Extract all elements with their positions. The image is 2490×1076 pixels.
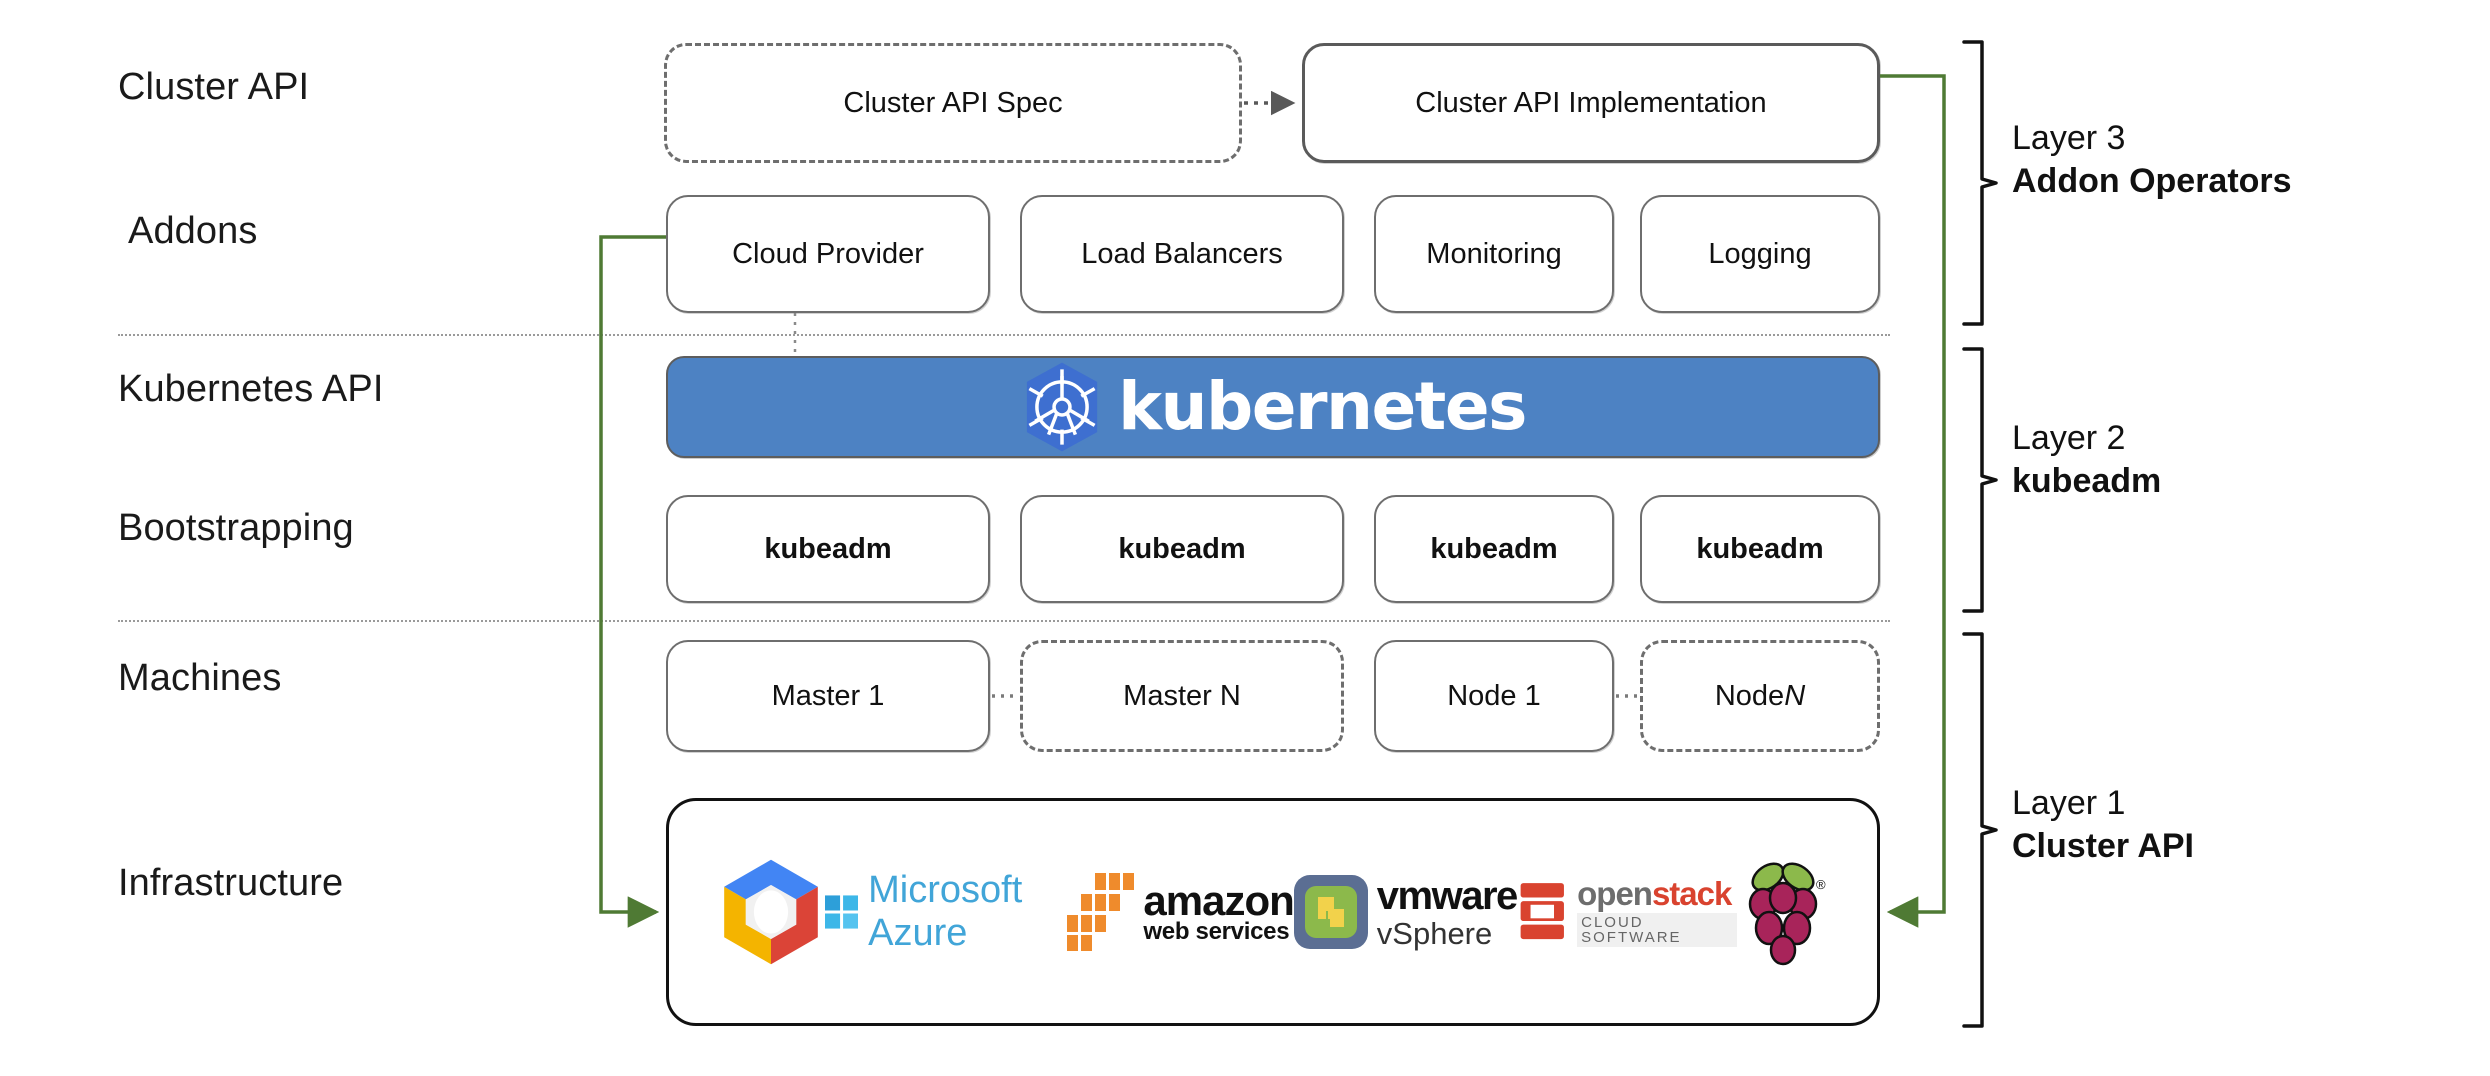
- google-cloud-platform-icon: [717, 857, 825, 967]
- layer-2-bracket: [1962, 347, 1998, 613]
- separator-layer2-layer1: [118, 620, 1890, 622]
- machine-label-master-1: Master 1: [771, 679, 885, 712]
- layer-2-top-label: Layer 2: [2012, 419, 2126, 457]
- amazon-web-services-icon: amazon web services: [1065, 857, 1295, 967]
- layer-1-name-label: Cluster API: [2012, 826, 2195, 865]
- layer-1-top-label: Layer 1: [2012, 784, 2126, 822]
- svg-text:®: ®: [1816, 877, 1826, 892]
- raspberry-pi-icon: ®: [1737, 857, 1829, 967]
- layer-2-name-label: kubeadm: [2012, 461, 2162, 500]
- bootstrap-label-4: kubeadm: [1696, 532, 1824, 565]
- machine-box-master-1[interactable]: Master 1: [666, 640, 990, 752]
- layer-1-bracket: [1962, 632, 1998, 1028]
- addon-label-logging: Logging: [1708, 237, 1812, 270]
- machine-box-master-n[interactable]: Master N: [1020, 640, 1344, 752]
- machine-box-node-1[interactable]: Node 1: [1374, 640, 1614, 752]
- cluster-api-implementation-label: Cluster API Implementation: [1415, 86, 1767, 119]
- openstack-icon: openstack CLOUD SOFTWARE: [1517, 857, 1737, 967]
- bootstrap-box-4[interactable]: kubeadm: [1640, 495, 1880, 603]
- addon-box-logging[interactable]: Logging: [1640, 195, 1880, 313]
- row-label-addons: Addons: [128, 210, 258, 252]
- cluster-api-implementation-to-infrastructure-wire: [1880, 74, 1946, 928]
- bootstrap-label-1: kubeadm: [764, 532, 892, 565]
- kubernetes-helm-wheel-icon: [1020, 361, 1104, 453]
- machine-label-node-n-suffix: N: [1784, 679, 1806, 712]
- machine-label-node-1: Node 1: [1447, 679, 1541, 712]
- machine-label-master-n: Master N: [1123, 679, 1241, 712]
- layer-3-name-label: Addon Operators: [2012, 161, 2292, 200]
- machine-label-node-n: Node: [1714, 679, 1785, 712]
- addon-box-load-balancers[interactable]: Load Balancers: [1020, 195, 1344, 313]
- bootstrap-label-3: kubeadm: [1430, 532, 1558, 565]
- cluster-api-spec-box[interactable]: Cluster API Spec: [664, 43, 1242, 163]
- bootstrap-box-3[interactable]: kubeadm: [1374, 495, 1614, 603]
- separator-layer3-layer2: [118, 334, 1890, 336]
- kubernetes-banner[interactable]: kubernetes: [666, 356, 1880, 458]
- vmware-vsphere-icon: vmware vSphere: [1293, 857, 1518, 967]
- bootstrap-label-2: kubeadm: [1118, 532, 1246, 565]
- addon-box-cloud-provider[interactable]: Cloud Provider: [666, 195, 990, 313]
- addon-label-load-balancers: Load Balancers: [1081, 237, 1283, 270]
- layer-3-top-label: Layer 3: [2012, 119, 2126, 157]
- layer-2-caption: Layer 2 kubeadm: [2012, 417, 2161, 502]
- cluster-api-spec-label: Cluster API Spec: [843, 86, 1063, 119]
- cloud-provider-to-infrastructure-wire: [599, 235, 666, 928]
- bootstrap-box-2[interactable]: kubeadm: [1020, 495, 1344, 603]
- cluster-api-implementation-box[interactable]: Cluster API Implementation: [1302, 43, 1880, 163]
- layer-3-bracket: [1962, 40, 1998, 326]
- row-label-kubernetes-api: Kubernetes API: [118, 368, 384, 410]
- kubernetes-wordmark: kubernetes: [1118, 368, 1527, 445]
- addon-box-monitoring[interactable]: Monitoring: [1374, 195, 1614, 313]
- addon-label-cloud-provider: Cloud Provider: [732, 237, 924, 270]
- machine-box-node-n[interactable]: Node N: [1640, 640, 1880, 752]
- row-label-bootstrapping: Bootstrapping: [118, 507, 354, 549]
- layer-3-caption: Layer 3 Addon Operators: [2012, 117, 2292, 202]
- bootstrap-box-1[interactable]: kubeadm: [666, 495, 990, 603]
- infrastructure-box[interactable]: Microsoft Azure amazon web services: [666, 798, 1880, 1026]
- layer-1-caption: Layer 1 Cluster API: [2012, 782, 2194, 867]
- addon-label-monitoring: Monitoring: [1426, 237, 1562, 270]
- row-label-infrastructure: Infrastructure: [118, 862, 344, 904]
- row-label-machines: Machines: [118, 657, 282, 699]
- row-label-cluster-api: Cluster API: [118, 66, 310, 108]
- microsoft-azure-icon: Microsoft Azure: [825, 857, 1065, 967]
